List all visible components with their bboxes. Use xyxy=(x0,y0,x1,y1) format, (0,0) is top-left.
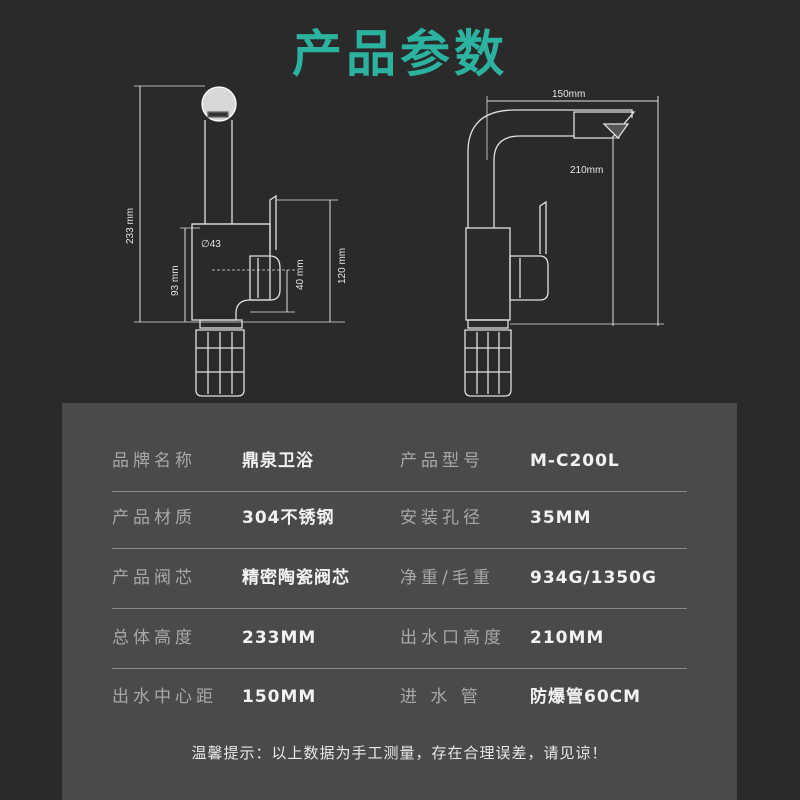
spec-row: 总体高度 233MM 出水口高度 210MM xyxy=(112,608,687,669)
spec-row: 产品材质 304不锈钢 安装孔径 35MM xyxy=(112,488,687,549)
spec-value: 防爆管60CM xyxy=(530,687,642,707)
spec-row: 出水中心距 150MM 进 水 管 防爆管60CM xyxy=(112,667,687,727)
spec-value: 934G/1350G xyxy=(530,568,657,588)
spec-panel: 品牌名称 鼎泉卫浴 产品型号 M-C200L 产品材质 304不锈钢 安装孔径 … xyxy=(62,403,737,800)
dim-spout-reach: 150mm xyxy=(552,89,585,100)
dim-handle-height: 40 mm xyxy=(295,259,306,290)
spec-label: 总体高度 xyxy=(112,628,196,648)
spec-value: M-C200L xyxy=(530,451,620,471)
dim-base-height: 93 mm xyxy=(170,265,181,296)
page-title: 产品参数 xyxy=(292,25,508,83)
spec-label: 出水口高度 xyxy=(400,628,505,648)
dim-body-height: 120 mm xyxy=(337,248,348,284)
spec-label: 安装孔径 xyxy=(400,508,484,528)
faucet-technical-drawing: 233 mm 93 mm ∅43 40 mm 120 mm 150mm 210m… xyxy=(125,85,664,397)
spec-value: 鼎泉卫浴 xyxy=(242,451,314,471)
dim-diameter: ∅43 xyxy=(201,239,221,250)
spec-label: 产品材质 xyxy=(112,508,196,528)
spec-label: 进 水 管 xyxy=(400,687,482,707)
faucet-side-view xyxy=(464,96,664,397)
spec-value: 精密陶瓷阀芯 xyxy=(242,568,350,588)
spec-row: 产品阀芯 精密陶瓷阀芯 净重/毛重 934G/1350G xyxy=(112,548,687,609)
dim-total-height: 233 mm xyxy=(125,208,136,244)
spec-value: 150MM xyxy=(242,687,317,707)
dim-spout-height: 210mm xyxy=(570,165,603,176)
faucet-front-view xyxy=(134,85,345,397)
spec-label: 产品型号 xyxy=(400,451,484,471)
measurement-note: 温馨提示：以上数据为手工测量，存在合理误差，请见谅！ xyxy=(191,744,608,762)
spec-value: 304不锈钢 xyxy=(242,508,335,528)
spec-label: 产品阀芯 xyxy=(112,568,196,588)
spec-label: 品牌名称 xyxy=(112,451,196,471)
spec-value: 233MM xyxy=(242,628,317,648)
spec-row: 品牌名称 鼎泉卫浴 产品型号 M-C200L xyxy=(112,431,687,492)
spec-label: 净重/毛重 xyxy=(400,568,494,588)
spec-label: 出水中心距 xyxy=(112,687,217,707)
spec-value: 210MM xyxy=(530,628,605,648)
spec-value: 35MM xyxy=(530,508,592,528)
